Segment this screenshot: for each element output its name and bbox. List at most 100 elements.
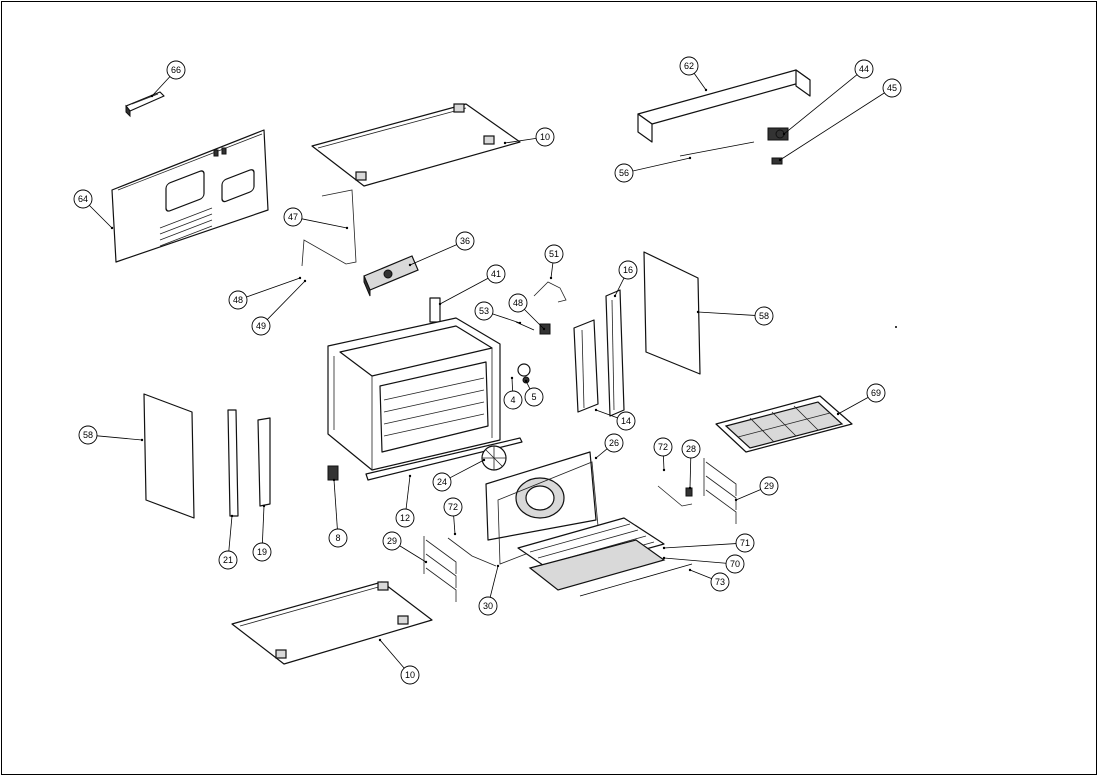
callout-circle <box>535 127 555 147</box>
callout-21: 21 <box>218 514 238 570</box>
leader-tip <box>262 504 266 508</box>
leader-tip <box>549 276 553 280</box>
part-47-wire <box>301 189 357 267</box>
callout-number: 29 <box>764 481 774 491</box>
callout-number: 44 <box>859 64 869 74</box>
leader-tip <box>503 141 507 145</box>
callout-12: 12 <box>395 474 415 528</box>
callout-49: 49 <box>251 279 307 336</box>
leader-tip <box>303 279 307 283</box>
leader-line <box>96 435 143 441</box>
callout-circle <box>544 244 564 264</box>
callout-circle <box>432 472 452 492</box>
callout-circle <box>524 387 544 407</box>
part-56-rod <box>679 141 755 157</box>
callout-26: 26 <box>594 433 624 460</box>
callout-circle <box>754 306 774 326</box>
callout-71: 71 <box>662 533 755 553</box>
leader-tip <box>836 412 840 416</box>
leader-tip <box>378 638 382 642</box>
leader-line <box>735 489 761 501</box>
leader-line <box>511 377 513 392</box>
callout-45: 45 <box>778 78 902 162</box>
callout-66: 66 <box>150 60 186 98</box>
callout-number: 36 <box>460 236 470 246</box>
leader-line <box>525 380 531 390</box>
leader-line <box>301 218 348 229</box>
callout-circle <box>474 301 494 321</box>
part-14-rail <box>573 319 599 413</box>
callout-circle <box>653 437 673 457</box>
callout-69: 69 <box>836 383 886 416</box>
part-24-fan <box>481 445 507 471</box>
leader-tip <box>496 564 500 568</box>
callout-circle <box>882 78 902 98</box>
callout-29: 29 <box>734 476 779 502</box>
callout-4: 4 <box>503 376 523 410</box>
callout-16: 16 <box>613 260 638 298</box>
callout-number: 47 <box>288 212 298 222</box>
callout-53: 53 <box>474 301 522 325</box>
callout-circle <box>382 531 402 551</box>
callout-circle <box>328 528 348 548</box>
callout-number: 45 <box>887 83 897 93</box>
callout-circle <box>395 508 415 528</box>
callout-number: 16 <box>623 265 633 275</box>
leader-line <box>453 515 456 535</box>
callout-14: 14 <box>594 408 636 431</box>
leader-tip <box>662 556 666 560</box>
callout-30: 30 <box>478 564 500 616</box>
callout-number: 71 <box>740 538 750 548</box>
leader-line <box>379 639 405 669</box>
callout-72: 72 <box>443 497 463 536</box>
callout-number: 62 <box>684 61 694 71</box>
leader-line <box>267 280 306 320</box>
callout-number: 64 <box>78 194 88 204</box>
part-19-rail <box>257 417 271 507</box>
part-73-spit-rod <box>579 563 693 597</box>
callout-circle <box>508 293 528 313</box>
leader-line <box>662 455 665 471</box>
leader-tip <box>704 88 708 92</box>
leader-line <box>246 277 301 298</box>
leader-tip <box>688 486 692 490</box>
leader-line <box>595 409 618 419</box>
leader-tip <box>594 456 598 460</box>
callout-circle <box>486 264 506 284</box>
leader-line <box>405 475 411 510</box>
callout-circle <box>283 207 303 227</box>
part-36-motor <box>363 255 419 297</box>
callout-number: 48 <box>513 298 523 308</box>
callout-circle <box>455 231 475 251</box>
callout-circle <box>78 425 98 445</box>
part-53-screw <box>515 321 535 331</box>
leader-line <box>837 397 869 415</box>
leader-line <box>632 157 691 172</box>
leader-tip <box>662 468 666 472</box>
part-12-strip <box>365 437 523 481</box>
callout-41: 41 <box>438 264 506 306</box>
leader-tip <box>453 532 457 536</box>
callout-number: 51 <box>549 249 559 259</box>
part-16-rail <box>605 289 625 417</box>
callout-circle <box>725 554 745 574</box>
part-58-side-panel-right <box>643 251 701 375</box>
callout-circle <box>166 60 186 80</box>
callout-number: 5 <box>531 392 536 402</box>
callout-number: 10 <box>405 670 415 680</box>
leader-tip <box>110 226 114 230</box>
leader-tip <box>482 458 486 462</box>
callout-number: 28 <box>686 444 696 454</box>
callout-circle <box>400 665 420 685</box>
callout-24: 24 <box>432 458 486 492</box>
callout-number: 48 <box>233 295 243 305</box>
leader-line <box>663 557 727 564</box>
callout-circle <box>251 316 271 336</box>
callout-58: 58 <box>78 425 144 445</box>
callout-8: 8 <box>328 478 348 548</box>
callout-number: 21 <box>223 555 233 565</box>
callout-10: 10 <box>378 638 420 685</box>
part-70-drip-tray <box>528 539 666 591</box>
leader-tip <box>345 226 349 230</box>
